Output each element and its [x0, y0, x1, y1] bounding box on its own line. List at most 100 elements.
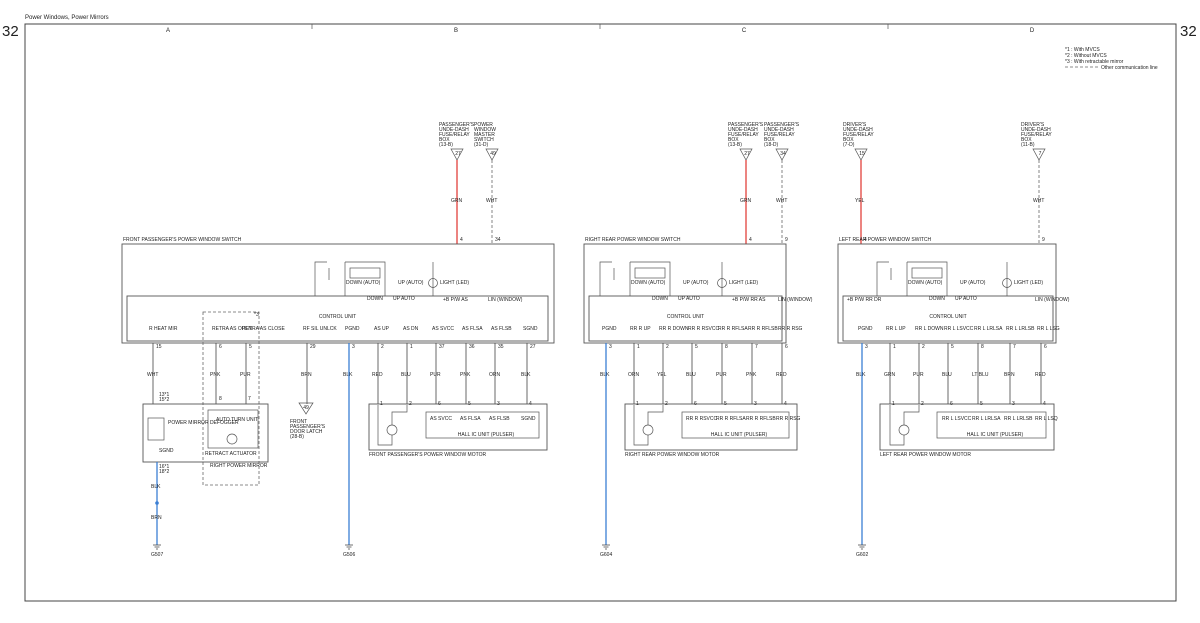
motor-icon	[898, 424, 910, 436]
hall-ic-label: HALL IC UNIT (PULSER)	[967, 432, 1024, 438]
lin-terminal-label: LIN (WINDOW)	[488, 297, 523, 303]
fuse-number: 27	[744, 151, 750, 157]
switch-contacts	[876, 261, 948, 296]
source-label: BOX	[728, 137, 739, 143]
terminal-pin: 35	[498, 344, 504, 350]
source-label: (18-D)	[764, 142, 779, 148]
retract-pin: 8	[219, 396, 222, 402]
up-auto-label-2: UP AUTO	[678, 296, 700, 302]
hall-terminal-label: RR R RFLSB	[746, 416, 776, 422]
hall-terminal-label: RR R RFLSA	[716, 416, 746, 422]
hall-terminal-label: RR L LRLSB	[1004, 416, 1033, 422]
motor-2: HALL IC UNIT (PULSER)RIGHT REAR POWER WI…	[624, 401, 801, 458]
up-auto-label: UP (AUTO)	[683, 280, 709, 286]
source-label: DRIVER'S	[843, 122, 867, 128]
control-unit-box	[588, 295, 783, 342]
motor-pin: 2	[409, 401, 412, 407]
retract-group-note: *3	[254, 312, 259, 318]
switch-contact-box	[634, 267, 666, 279]
motor-icon	[642, 424, 654, 436]
terminal-pin: 36	[469, 344, 475, 350]
legend: *1 : With MVCS *2 : Without MVCS *3 : Wi…	[1065, 47, 1158, 71]
source-label: PASSENGER'S	[764, 122, 800, 128]
motor-title: LEFT REAR POWER WINDOW MOTOR	[880, 452, 971, 458]
up-auto-label-2: UP AUTO	[955, 296, 977, 302]
sgnd-label: SGND	[159, 448, 174, 454]
terminal-wire-color: LT BLU	[972, 372, 989, 378]
power-source: PASSENGER'SUNDE-DASHFUSE/RELAYBOX(13-B)2…	[728, 122, 764, 244]
terminal-wire-color: PUR	[430, 372, 441, 378]
motor-title: RIGHT REAR POWER WINDOW MOTOR	[625, 452, 720, 458]
motor-pin: 2	[921, 401, 924, 407]
motor-pin: 4	[1043, 401, 1046, 407]
latch-label: PASSENGER'S	[290, 424, 326, 430]
down-auto-label: DOWN (AUTO)	[631, 280, 666, 286]
motor-pin: 6	[438, 401, 441, 407]
fuse-number: 27	[455, 151, 461, 157]
source-label: POWER	[474, 122, 493, 128]
latch-label: (28-B)	[290, 434, 304, 440]
switch-contact-box	[911, 267, 943, 279]
motor-pin: 6	[950, 401, 953, 407]
control-unit-label: CONTROL UNIT	[667, 314, 704, 320]
terminal-wire-color: PNK	[746, 372, 757, 378]
up-auto-label: UP (AUTO)	[960, 280, 986, 286]
terminal-pin: 1	[637, 344, 640, 350]
source-label: BOX	[1021, 137, 1032, 143]
motor-pin: 1	[636, 401, 639, 407]
power-terminal-label: +B P/W AS	[443, 297, 469, 303]
terminal-pin: 15	[156, 344, 162, 350]
light-led-icon	[428, 278, 438, 288]
pin-number: 4	[749, 237, 752, 243]
switch-outline	[837, 243, 1057, 344]
terminal-pin: 27	[530, 344, 536, 350]
hall-ic-label: HALL IC UNIT (PULSER)	[458, 432, 515, 438]
mirror-title: RIGHT POWER MIRROR	[210, 463, 268, 469]
motor-title: FRONT PASSENGER'S POWER WINDOW MOTOR	[369, 452, 486, 458]
fuse-number: 49	[490, 151, 496, 157]
terminal-label: R HEAT MIR	[149, 326, 178, 332]
terminal-wire-color: BLU	[942, 372, 952, 378]
terminal-wire-color: PNK	[460, 372, 471, 378]
terminal-label: AS FLSB	[491, 326, 512, 332]
ground-label: G506	[343, 552, 355, 558]
switch-title: LEFT REAR POWER WINDOW SWITCH	[839, 237, 932, 243]
latch-connector	[298, 402, 314, 415]
motor-pin: 1	[380, 401, 383, 407]
terminal-wire-color: BLK	[856, 372, 866, 378]
terminal-label: RF SIL UNLCK	[303, 326, 337, 332]
column-label-b: B	[454, 28, 458, 34]
power-source: PASSENGER'SUNDE-DASHFUSE/RELAYBOX(18-D)3…	[764, 122, 800, 244]
motor-pin: 3	[497, 401, 500, 407]
light-label: LIGHT (LED)	[729, 280, 758, 286]
terminal-label: RR R RFLSB	[748, 326, 778, 332]
terminal-label: PGND	[858, 326, 873, 332]
control-unit-box	[842, 295, 1054, 342]
ground-label: G604	[600, 552, 612, 558]
terminal-label: AS SVCC	[432, 326, 454, 332]
terminal-label: RR R RSG	[778, 326, 803, 332]
hall-ic-box	[681, 411, 790, 439]
lin-terminal-label: LIN (WINDOW)	[1035, 297, 1070, 303]
terminal-label: RR L UP	[886, 326, 906, 332]
window-switches: FRONT PASSENGER'S POWER WINDOW SWITCHCON…	[121, 237, 1070, 545]
motor-pin: 5	[980, 401, 983, 407]
source-label: DRIVER'S	[1021, 122, 1045, 128]
switch-contact-box	[349, 267, 381, 279]
terminal-wire-color: RED	[776, 372, 787, 378]
source-label: PASSENGER'S	[728, 122, 764, 128]
terminal-wire-color: PNK	[210, 372, 221, 378]
mirror-pin: 16*1	[159, 464, 170, 470]
terminal-wire-color: PUR	[240, 372, 251, 378]
wire-color: WHT	[776, 198, 787, 204]
